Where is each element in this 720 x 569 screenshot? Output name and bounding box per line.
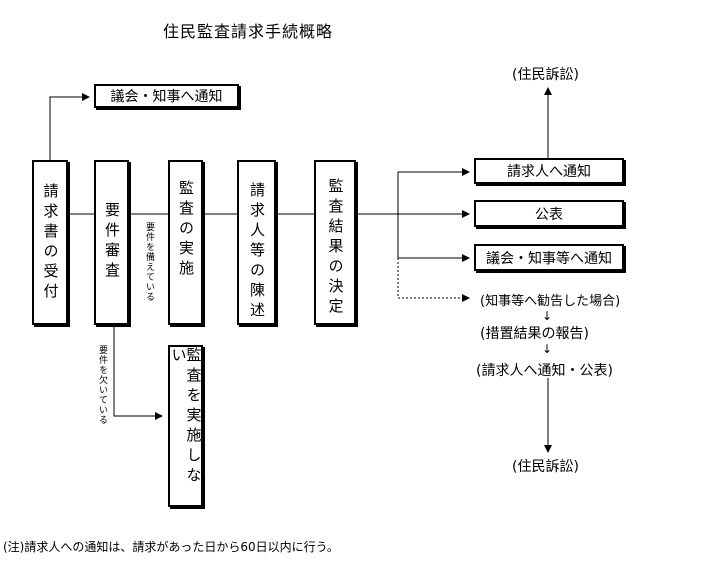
step-audit-label: 監査の実施: [177, 180, 195, 280]
connector-requirement-noaudit: [113, 325, 163, 420]
page-title: 住民監査請求手続概略: [163, 22, 334, 41]
notice-requester-box: 請求人へ通知: [474, 158, 624, 184]
lawsuit-top-text: (住民訴訟): [512, 67, 579, 83]
step-no-audit-label: 監査を実施しない: [169, 347, 203, 487]
step-statement-label: 請求人等の陳述: [248, 182, 266, 322]
step-statement-box: 請求人等の陳述: [237, 160, 276, 325]
step-decision-box: 監査結果の決定: [314, 160, 356, 325]
notice-assembly-governor-etc-label: 議会・知事等へ通知: [486, 250, 612, 267]
step-audit-box: 監査の実施: [168, 160, 203, 325]
step-requirement-box: 要件審査: [94, 160, 129, 325]
label-requirements-missing: 要件を欠いている: [97, 345, 107, 425]
notice-assembly-governor-box: 議会・知事へ通知: [94, 84, 239, 108]
step-decision-label: 監査結果の決定: [326, 178, 345, 318]
arrow-down-2: ↓: [542, 342, 553, 356]
label-requirements-met: 要件を備えている: [144, 222, 154, 302]
arrow-down-1: ↓: [542, 309, 553, 323]
connector-receipt-notice: [49, 93, 90, 160]
step-no-audit-box: 監査を実施しない: [168, 345, 203, 507]
notice-assembly-governor-label: 議会・知事へ通知: [110, 89, 223, 105]
notice-publish-box: 公表: [474, 200, 624, 227]
step-receipt-label: 請求書の受付: [41, 182, 60, 303]
footnote: (注)請求人への通知は、請求があった日から60日以内に行う。: [3, 540, 339, 554]
notice-publish-label: 公表: [535, 206, 563, 223]
recommendation-text: (知事等へ勧告した場合): [480, 294, 621, 309]
measures-report-text: (措置結果の報告): [480, 326, 589, 342]
step-receipt-box: 請求書の受付: [32, 160, 68, 325]
notify-publish-text: (請求人へ通知・公表): [476, 363, 613, 379]
notice-requester-label: 請求人へ通知: [507, 164, 591, 180]
step-requirement-label: 要件審査: [103, 202, 121, 282]
lawsuit-bottom-text: (住民訴訟): [512, 459, 579, 475]
notice-assembly-governor-etc-box: 議会・知事等へ通知: [474, 244, 624, 271]
